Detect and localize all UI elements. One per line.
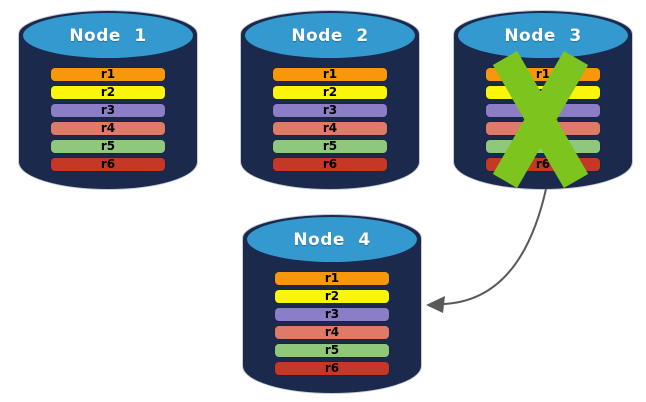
replica-row-label: r1 xyxy=(535,67,551,81)
node-3: Node 3 r1 r2 r3 r4 r5 r6 xyxy=(453,10,633,190)
replica-row-label: r3 xyxy=(535,103,551,117)
replica-row-r3: r3 xyxy=(273,104,387,117)
replica-row-r5: r5 xyxy=(486,140,600,153)
replica-row-label: r5 xyxy=(324,343,340,357)
replica-row-r6: r6 xyxy=(273,158,387,171)
replica-row-label: r1 xyxy=(100,67,116,81)
replica-rows: r1 r2 r3 r4 r5 r6 xyxy=(273,68,387,176)
replica-row-r2: r2 xyxy=(275,290,389,303)
replica-rows: r1 r2 r3 r4 r5 r6 xyxy=(275,272,389,380)
replica-row-r4: r4 xyxy=(275,326,389,339)
replica-row-label: r3 xyxy=(100,103,116,117)
replica-row-r6: r6 xyxy=(275,362,389,375)
replica-row-label: r6 xyxy=(535,157,551,171)
node-title: Node 2 xyxy=(291,25,369,46)
replica-row-label: r3 xyxy=(322,103,338,117)
replica-row-r4: r4 xyxy=(51,122,165,135)
replica-row-label: r4 xyxy=(100,121,116,135)
replica-row-label: r6 xyxy=(100,157,116,171)
replica-rows: r1 r2 r3 r4 r5 r6 xyxy=(486,68,600,176)
replica-row-r1: r1 xyxy=(51,68,165,81)
replica-row-r1: r1 xyxy=(486,68,600,81)
replica-row-r1: r1 xyxy=(275,272,389,285)
replica-row-label: r5 xyxy=(100,139,116,153)
node-title: Node 3 xyxy=(504,25,582,46)
node-2: Node 2 r1 r2 r3 r4 r5 r6 xyxy=(240,10,420,190)
replica-row-label: r6 xyxy=(324,361,340,375)
replica-rows: r1 r2 r3 r4 r5 r6 xyxy=(51,68,165,176)
replica-row-r2: r2 xyxy=(273,86,387,99)
replica-row-label: r2 xyxy=(322,85,338,99)
replica-row-r4: r4 xyxy=(486,122,600,135)
replica-row-r1: r1 xyxy=(273,68,387,81)
replica-row-r2: r2 xyxy=(51,86,165,99)
replica-row-label: r3 xyxy=(324,307,340,321)
node-1-cylinder-top: Node 1 xyxy=(23,13,193,58)
replica-row-label: r5 xyxy=(535,139,551,153)
replica-row-label: r2 xyxy=(324,289,340,303)
replica-row-r5: r5 xyxy=(273,140,387,153)
node-3-cylinder-top: Node 3 xyxy=(458,13,628,58)
replica-row-label: r4 xyxy=(535,121,551,135)
replica-row-label: r4 xyxy=(322,121,338,135)
replica-row-label: r2 xyxy=(100,85,116,99)
replica-row-r5: r5 xyxy=(275,344,389,357)
replica-row-label: r1 xyxy=(324,271,340,285)
replica-row-label: r5 xyxy=(322,139,338,153)
replica-row-label: r2 xyxy=(535,85,551,99)
replica-row-r3: r3 xyxy=(275,308,389,321)
replica-row-r2: r2 xyxy=(486,86,600,99)
replica-row-label: r1 xyxy=(322,67,338,81)
node-4-cylinder-top: Node 4 xyxy=(247,217,417,262)
node-2-cylinder-top: Node 2 xyxy=(245,13,415,58)
replica-row-label: r6 xyxy=(322,157,338,171)
replica-row-r5: r5 xyxy=(51,140,165,153)
node-1: Node 1 r1 r2 r3 r4 r5 r6 xyxy=(18,10,198,190)
node-title: Node 1 xyxy=(69,25,147,46)
replica-row-r4: r4 xyxy=(273,122,387,135)
node-title: Node 4 xyxy=(293,229,371,250)
replica-row-r6: r6 xyxy=(486,158,600,171)
replica-row-label: r4 xyxy=(324,325,340,339)
replica-row-r3: r3 xyxy=(51,104,165,117)
node-4: Node 4 r1 r2 r3 r4 r5 r6 xyxy=(242,214,422,394)
replica-row-r6: r6 xyxy=(51,158,165,171)
replica-row-r3: r3 xyxy=(486,104,600,117)
